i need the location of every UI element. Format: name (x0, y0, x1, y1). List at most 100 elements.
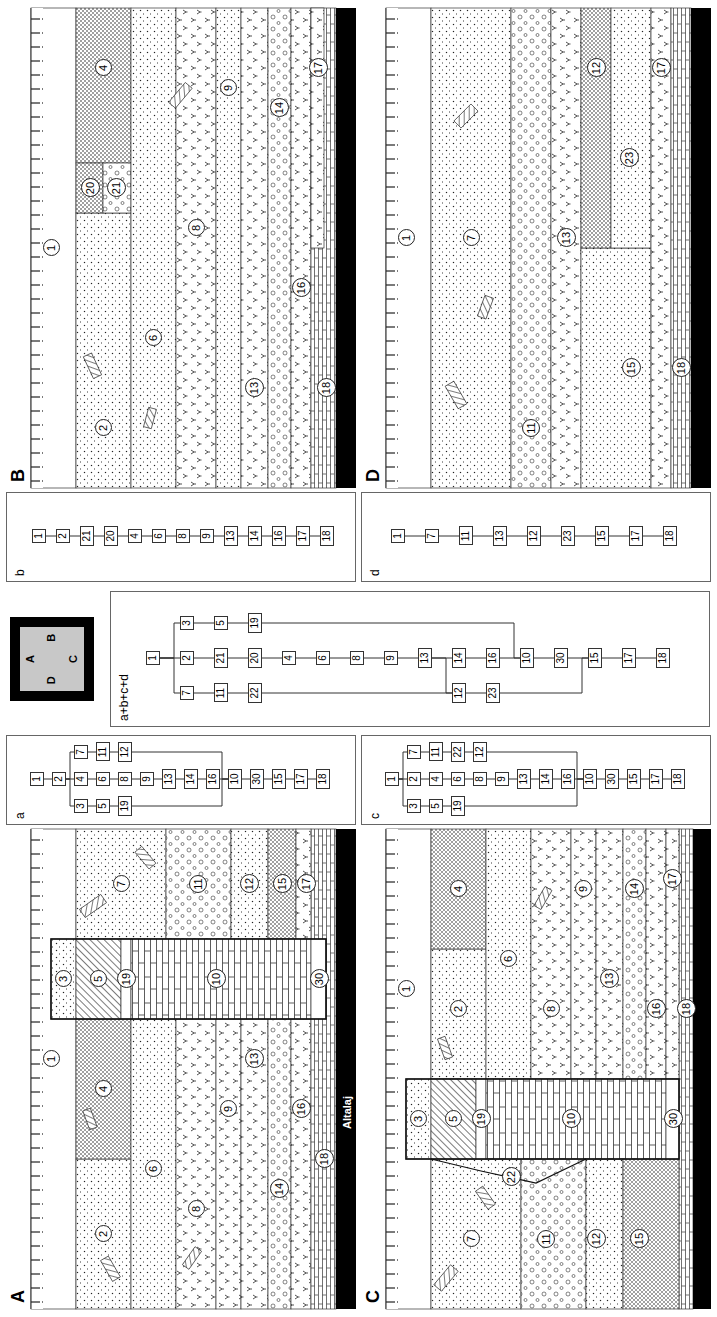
matrix-box: 6 (451, 772, 465, 786)
layer-circle: 4 (450, 881, 467, 898)
matrix-box: 13 (418, 648, 432, 668)
matrix-box: 10 (228, 769, 242, 789)
unit-number: 3 (409, 803, 419, 809)
layer-circle: 13 (600, 970, 619, 989)
unit-number: 6 (453, 776, 463, 782)
section-letter: C (364, 1290, 382, 1303)
matrix-link (421, 779, 429, 780)
matrix-link (364, 658, 384, 659)
matrix-box: 13 (493, 526, 507, 546)
layer-circle: 6 (500, 951, 517, 968)
layer-number: 1 (401, 235, 412, 241)
wall-outline (51, 939, 326, 1019)
matrix-link (308, 779, 316, 780)
pit-fill (623, 1159, 679, 1309)
unit-number: 1 (148, 655, 158, 661)
matrix-box: 21 (214, 648, 228, 668)
layer-number: 5 (448, 1116, 459, 1122)
section-letter: D (364, 469, 382, 482)
layer-number: 30 (314, 973, 325, 985)
layer-circle: 9 (220, 80, 237, 97)
soil-layer (581, 248, 651, 488)
matrix-link (242, 779, 250, 780)
layer-number: 13 (561, 232, 572, 244)
matrix-link (568, 658, 588, 659)
soil-layer (531, 829, 571, 1079)
ground-line (31, 829, 32, 1309)
soil-layer (311, 829, 336, 1309)
wall-layer (121, 939, 131, 1019)
matrix-link (176, 779, 184, 780)
unit-number: 7 (427, 533, 437, 539)
layer-number: 16 (296, 282, 307, 294)
matrix-link (132, 779, 140, 780)
layer-circle: 5 (445, 1111, 462, 1128)
unit-number: 22 (250, 687, 260, 698)
matrix-link (286, 779, 294, 780)
wall-layer (406, 1079, 431, 1159)
layer-number: 6 (503, 956, 514, 962)
layer-number: 12 (591, 1233, 602, 1245)
layer-circle: 1 (43, 240, 60, 257)
unit-number: 10 (585, 773, 595, 784)
soil-layer (76, 829, 166, 939)
matrix-link (541, 536, 561, 537)
soil-layer (166, 829, 231, 939)
layer-number: 15 (277, 878, 288, 890)
matrix-box: 9 (495, 772, 509, 786)
layer-circle: 11 (522, 419, 540, 437)
unit-number: 19 (120, 800, 130, 811)
soil-layer (311, 8, 324, 248)
stone (83, 1108, 97, 1130)
matrix-link (443, 779, 451, 780)
matrix-box: 1 (32, 529, 46, 543)
matrix-link (66, 779, 74, 806)
matrix-link (194, 623, 214, 624)
layer-circle: 19 (472, 1110, 491, 1129)
layer-circle: 7 (113, 876, 130, 893)
layer-number: 11 (193, 878, 204, 889)
soil-layer (268, 829, 296, 939)
layer-number: 8 (191, 225, 202, 231)
pit-fill (431, 1159, 521, 1309)
layer-number: 9 (223, 1106, 234, 1112)
unit-number: 23 (563, 530, 573, 541)
layer-circle: 21 (107, 179, 126, 198)
unit-number: 6 (154, 533, 164, 539)
matrix-box: 12 (118, 742, 132, 762)
matrix-box: 9 (384, 651, 398, 665)
unit-number: 14 (186, 773, 196, 784)
unit-number: 6 (98, 776, 108, 782)
matrix-box: 19 (248, 613, 262, 633)
layer-circle: 1 (398, 981, 415, 998)
soil-layer (268, 8, 291, 488)
unit-number: 10 (230, 773, 240, 784)
section-panel: C123456789101112131415161718192230 (361, 829, 711, 1309)
soil-layer (571, 829, 596, 1079)
matrix-link (262, 658, 282, 659)
matrix-link (636, 658, 656, 659)
layer-number: 12 (244, 878, 255, 890)
matrix-box: 20 (104, 526, 118, 546)
unit-number: 15 (274, 773, 284, 784)
layer-circle: 14 (270, 99, 289, 118)
matrix-box: 13 (162, 769, 176, 789)
matrix-link (663, 779, 671, 780)
matrix-link (228, 658, 248, 659)
matrix-link (88, 779, 96, 780)
section-panel: D1711131223151718 (361, 8, 711, 488)
matrix-box: 11 (96, 743, 110, 762)
wall-layer (76, 939, 121, 1019)
wall-letter: A (25, 655, 36, 663)
soil-layer (671, 8, 691, 488)
matrix-box: 15 (627, 769, 641, 789)
matrix-box: 3 (180, 616, 194, 630)
matrix-box: 2 (56, 529, 70, 543)
matrix-link (643, 536, 663, 537)
layer-number: 8 (546, 1006, 557, 1012)
matrix-link (398, 658, 418, 659)
soil-layer (76, 8, 131, 163)
matrix-link (160, 623, 180, 658)
matrix-box: 4 (429, 772, 443, 786)
